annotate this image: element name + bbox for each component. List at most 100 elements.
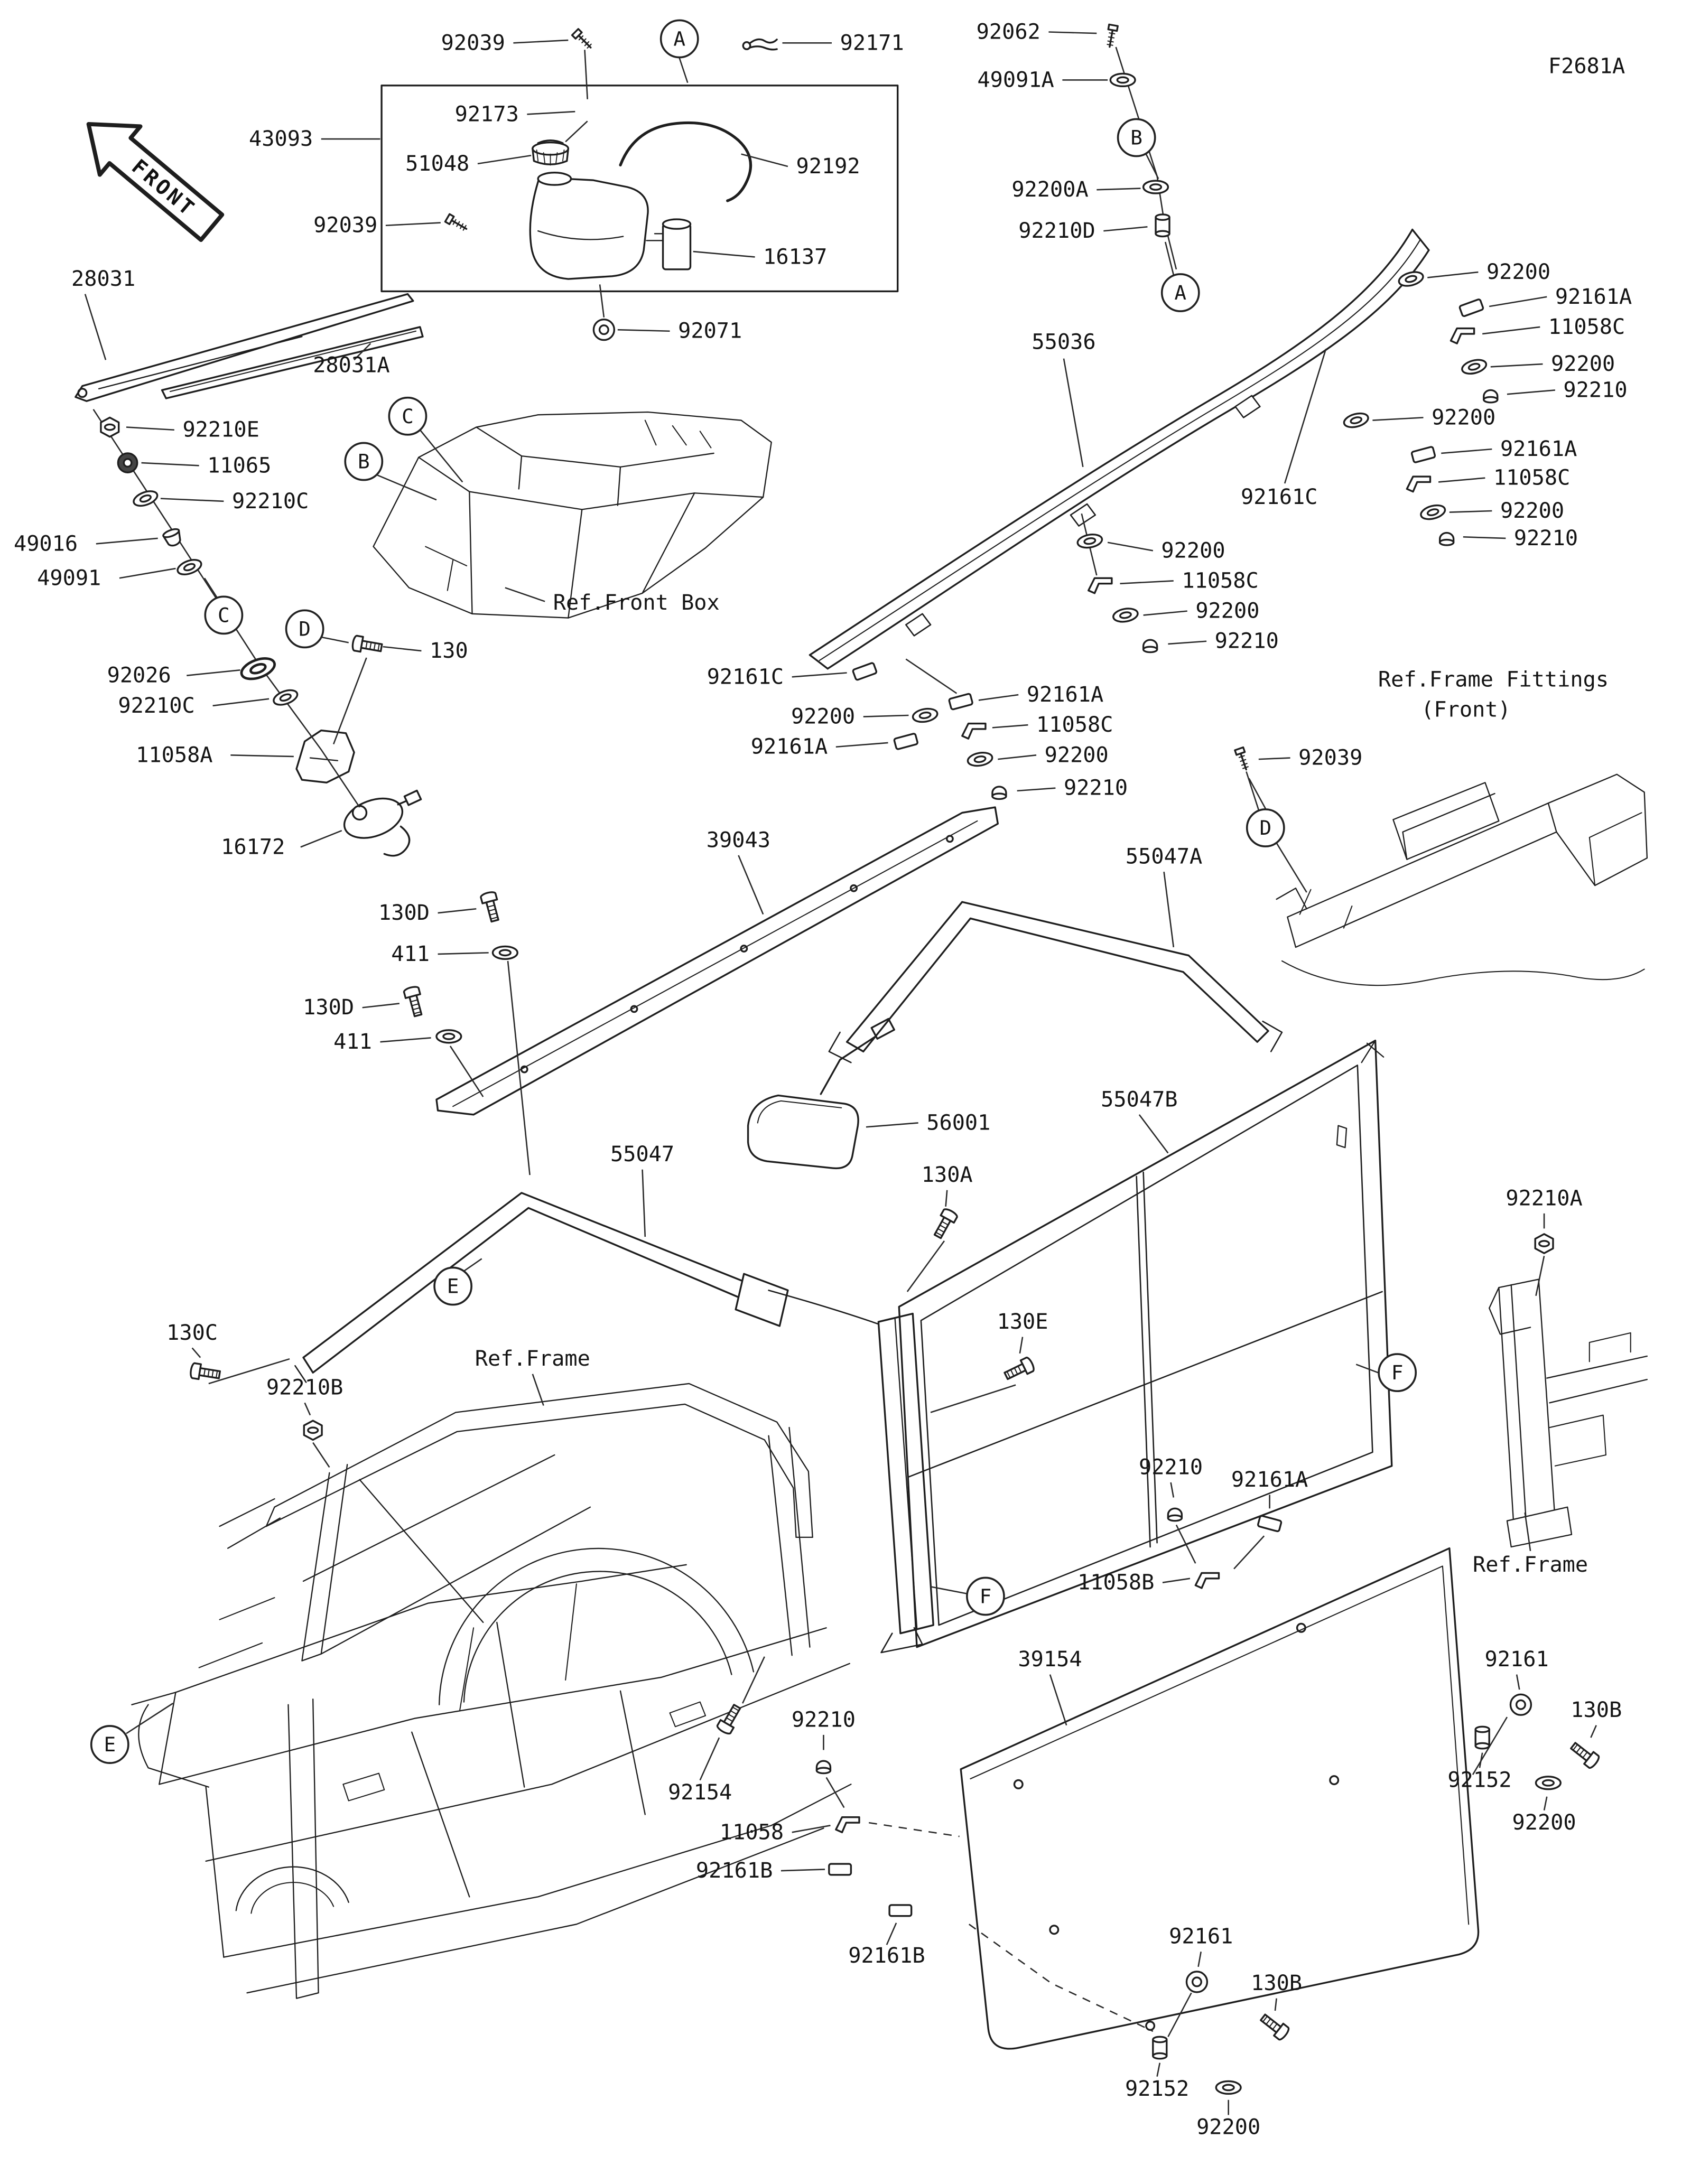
part-label-130d: 130D: [303, 995, 354, 1020]
leader-line: [599, 284, 605, 318]
part-label-28031a: 28031A: [313, 353, 389, 378]
label-leader: [835, 742, 888, 748]
part-label-92200: 92200: [1432, 405, 1495, 430]
tank-box-outline: [380, 85, 899, 293]
pin-icon: [742, 38, 778, 51]
leader-line: [1276, 842, 1307, 893]
callout-leader: [419, 429, 463, 483]
leader-line: [507, 960, 531, 1175]
label-leader: [1516, 1674, 1520, 1690]
ref-label-front: (Front): [1421, 698, 1511, 722]
label-leader: [1507, 389, 1555, 395]
callout-circle-a: [1160, 273, 1200, 312]
rear-panel-39043: [435, 806, 999, 1116]
part-label-130b: 130B: [1571, 1698, 1622, 1722]
part-label-92173: 92173: [455, 102, 519, 126]
front-arrow-shape: [86, 122, 225, 242]
part-label-39043: 39043: [707, 828, 770, 852]
leader-line: [565, 120, 588, 143]
label-leader: [792, 672, 847, 678]
washer-icon: [1535, 1776, 1562, 1790]
label-leader: [160, 498, 224, 502]
callout-circle-d: [285, 609, 324, 649]
callout-circle-e: [433, 1266, 473, 1306]
label-leader: [84, 294, 107, 360]
washer-icon: [910, 706, 940, 725]
pad-icon: [1458, 298, 1485, 318]
part-label-92171: 92171: [840, 31, 904, 55]
part-label-11058: 11058: [720, 1820, 784, 1844]
bolt-icon: [350, 634, 384, 656]
label-leader: [119, 567, 176, 579]
callout-circle-f: [966, 1576, 1005, 1616]
label-leader: [438, 908, 477, 914]
bolt-icon: [402, 984, 426, 1019]
label-leader: [1489, 296, 1547, 307]
bolt-icon: [1257, 2010, 1292, 2042]
label-leader: [385, 222, 441, 227]
callout-leader: [1248, 778, 1266, 809]
part-label-92161b: 92161B: [696, 1859, 773, 1883]
callout-leader: [679, 58, 689, 83]
leader-line: [825, 1777, 845, 1808]
label-leader: [126, 426, 174, 431]
washer-icon: [1075, 531, 1104, 550]
part-label-92200: 92200: [1500, 499, 1564, 523]
label-leader: [438, 952, 489, 955]
part-label-92161b: 92161B: [848, 1944, 925, 1968]
part-label-92152: 92152: [1447, 1768, 1511, 1793]
part-label-11065: 11065: [207, 453, 271, 478]
part-label-92210d: 92210D: [1018, 219, 1095, 243]
callout-circle-d: [1246, 808, 1285, 847]
bolt-icon: [930, 1207, 960, 1241]
leader-line: [312, 1442, 330, 1468]
part-label-49091a: 49091A: [977, 68, 1054, 92]
callout-letter-e: E: [104, 1733, 116, 1756]
label-leader: [1479, 1752, 1483, 1768]
label-leader: [212, 698, 270, 707]
bolt-icon: [1567, 1739, 1602, 1770]
part-label-92161a: 92161A: [1231, 1468, 1308, 1492]
part-label-16172: 16172: [221, 835, 285, 859]
label-leader: [1097, 188, 1141, 191]
grommet-icon: [1509, 1693, 1532, 1716]
washer-icon: [131, 487, 161, 510]
tube-55047: [302, 1192, 754, 1374]
leader-line: [905, 658, 958, 694]
leader-line: [1246, 771, 1260, 810]
washer-icon: [1396, 268, 1426, 290]
clip-icon: [1406, 475, 1432, 493]
pad-icon: [1257, 1514, 1283, 1533]
callout-letter-a: A: [673, 27, 685, 50]
pad-icon: [947, 692, 974, 711]
label-leader: [505, 587, 545, 602]
part-label-55047b: 55047B: [1101, 1087, 1177, 1112]
label-leader: [477, 154, 532, 165]
tank-cap: [532, 139, 570, 166]
leader-line: [1167, 1992, 1192, 2037]
washer-icon: [1418, 502, 1448, 522]
right-frame-bracket: [1489, 1278, 1648, 1548]
label-leader: [1449, 510, 1492, 513]
label-leader: [354, 343, 371, 361]
washer-icon: [1142, 180, 1169, 194]
pad-icon: [828, 1863, 852, 1876]
part-label-92210: 92210: [792, 1707, 856, 1732]
callout-leader: [321, 636, 349, 643]
leader-line: [742, 1656, 765, 1704]
washer-icon: [965, 750, 995, 769]
label-leader: [1049, 1674, 1067, 1726]
label-leader: [1427, 271, 1479, 278]
label-leader: [886, 1922, 897, 1945]
label-leader: [1372, 417, 1424, 421]
part-label-130e: 130E: [997, 1310, 1048, 1334]
callout-leader: [463, 1258, 482, 1272]
label-leader: [1274, 1998, 1277, 2011]
label-leader: [1441, 448, 1492, 454]
leader-line: [208, 1358, 290, 1385]
label-leader: [617, 329, 670, 332]
part-label-11058c: 11058C: [1548, 315, 1625, 339]
label-leader: [1162, 1578, 1191, 1583]
breather-cylinder: [646, 218, 692, 270]
